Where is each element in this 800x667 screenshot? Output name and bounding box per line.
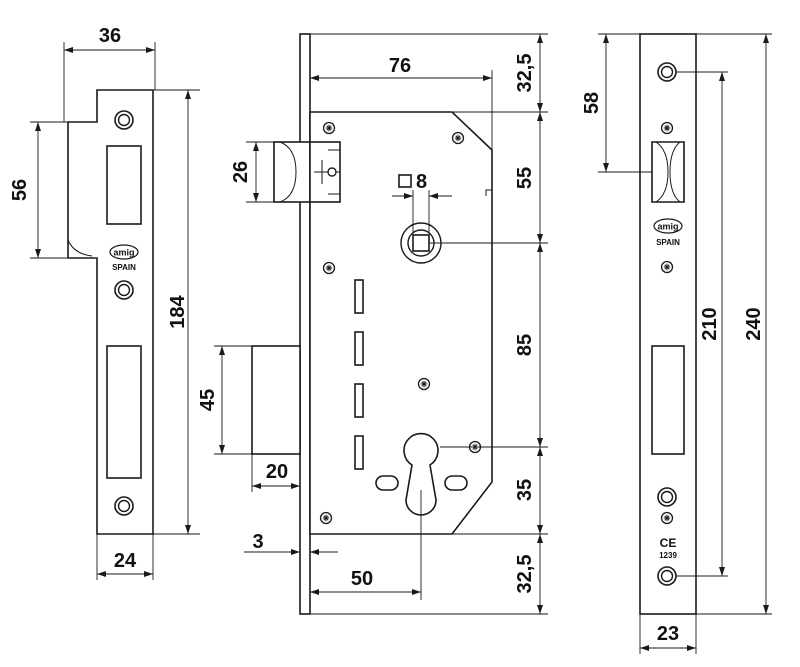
faceplate-mid-screw — [660, 260, 674, 274]
faceplate-lower-screw — [660, 511, 674, 525]
strike-plate: amig SPAIN 36 56 184 — [9, 25, 200, 580]
cylinder-side-slot-right — [444, 475, 468, 491]
vertical-dimension-chain: 32,5 55 85 35 32,5 — [306, 33, 548, 615]
case-screw-bottom-left — [319, 511, 333, 525]
case-depth-label: 76 — [389, 55, 411, 77]
case-screw-top-right — [451, 131, 465, 145]
spindle-size-symbol — [398, 174, 412, 188]
faceplate-origin-label: SPAIN — [656, 238, 680, 247]
faceplate-height-dimension: 240 — [696, 33, 772, 615]
dim-upper-label: 55 — [514, 167, 536, 189]
latch-height-dimension: 26 — [230, 141, 274, 203]
dead-bolt — [251, 345, 301, 455]
faceplate-top-screw-hole — [657, 62, 677, 82]
strike-width-top-label: 36 — [99, 25, 121, 47]
spindle-dimension: 8 — [392, 171, 452, 234]
dim-middle-label: 85 — [514, 334, 536, 356]
faceplate-brand-label: amig — [657, 222, 678, 232]
dim-top-label: 32,5 — [514, 54, 536, 93]
strike-top-screw-hole — [114, 110, 134, 130]
latch-bolt — [273, 141, 341, 203]
faceplate-width-label: 23 — [657, 623, 679, 645]
face-thickness-label: 3 — [252, 531, 263, 553]
faceplate: amig SPAIN CE 1239 58 210 — [581, 33, 772, 654]
spindle-label: 8 — [416, 171, 427, 193]
strike-opening-dimension: 56 — [9, 121, 68, 259]
faceplate-latch-opening — [651, 141, 685, 203]
case-slot-1 — [354, 279, 364, 314]
case-slot-2 — [354, 331, 364, 366]
strike-origin-label: SPAIN — [112, 263, 136, 272]
strike-bottom-width-dimension: 24 — [96, 534, 154, 580]
faceplate-top-screw — [660, 121, 674, 135]
faceplate-hole-spacing-label: 210 — [699, 307, 721, 340]
strike-height-label: 184 — [167, 294, 189, 328]
strike-lip-curve — [67, 239, 93, 257]
strike-width-dimension: 36 — [63, 25, 156, 122]
faceplate-height-label: 240 — [743, 307, 765, 340]
latch-height-label: 26 — [230, 161, 252, 183]
bolt-height-label: 45 — [197, 389, 219, 411]
cylinder-side-slot-left — [375, 475, 399, 491]
faceplate-ce-mark: CE — [660, 536, 677, 550]
euro-cylinder-hole — [403, 432, 439, 516]
case-screw-mid-left — [322, 261, 336, 275]
bolt-throw-dimension: 20 — [251, 454, 300, 492]
faceplate-latch-offset-label: 58 — [581, 92, 603, 114]
strike-logo-mark: amig — [109, 244, 139, 260]
lock-forend-plate — [299, 33, 311, 615]
dim-lower-label: 35 — [514, 479, 536, 501]
bolt-throw-label: 20 — [266, 461, 288, 483]
faceplate-width-dimension: 23 — [639, 614, 697, 654]
case-depth-dimension: 76 — [310, 55, 493, 150]
case-screw-center — [417, 377, 431, 391]
faceplate-logo-mark: amig — [653, 218, 683, 234]
case-slot-3 — [354, 383, 364, 418]
strike-bottom-screw-hole — [114, 496, 134, 516]
faceplate-lower-screw-hole — [657, 487, 677, 507]
strike-opening-label: 56 — [9, 179, 31, 201]
faceplate-bottom-screw-hole — [657, 566, 677, 586]
dim-bottom-label: 32,5 — [514, 555, 536, 594]
face-thickness-dimension: 3 — [244, 531, 338, 555]
lock-body: 76 26 8 45 — [197, 33, 493, 615]
lock-case-cutout — [485, 189, 492, 196]
faceplate-code-label: 1239 — [659, 551, 677, 560]
strike-middle-screw-hole — [114, 280, 134, 300]
strike-bolt-opening — [106, 345, 142, 479]
strike-latch-opening — [106, 145, 142, 225]
strike-height-dimension: 184 — [153, 89, 200, 535]
backset-dimension: 50 — [310, 490, 422, 600]
bolt-height-dimension: 45 — [197, 345, 252, 455]
strike-brand-label: amig — [113, 248, 134, 258]
faceplate-outline — [639, 33, 697, 615]
faceplate-bolt-opening — [651, 345, 685, 455]
backset-label: 50 — [351, 568, 373, 590]
strike-width-bottom-label: 24 — [114, 550, 137, 572]
faceplate-latch-offset-dimension: 58 — [581, 33, 652, 173]
case-slot-4 — [354, 435, 364, 470]
case-screw-top-left — [322, 121, 336, 135]
faceplate-hole-spacing-dimension: 210 — [676, 71, 728, 577]
